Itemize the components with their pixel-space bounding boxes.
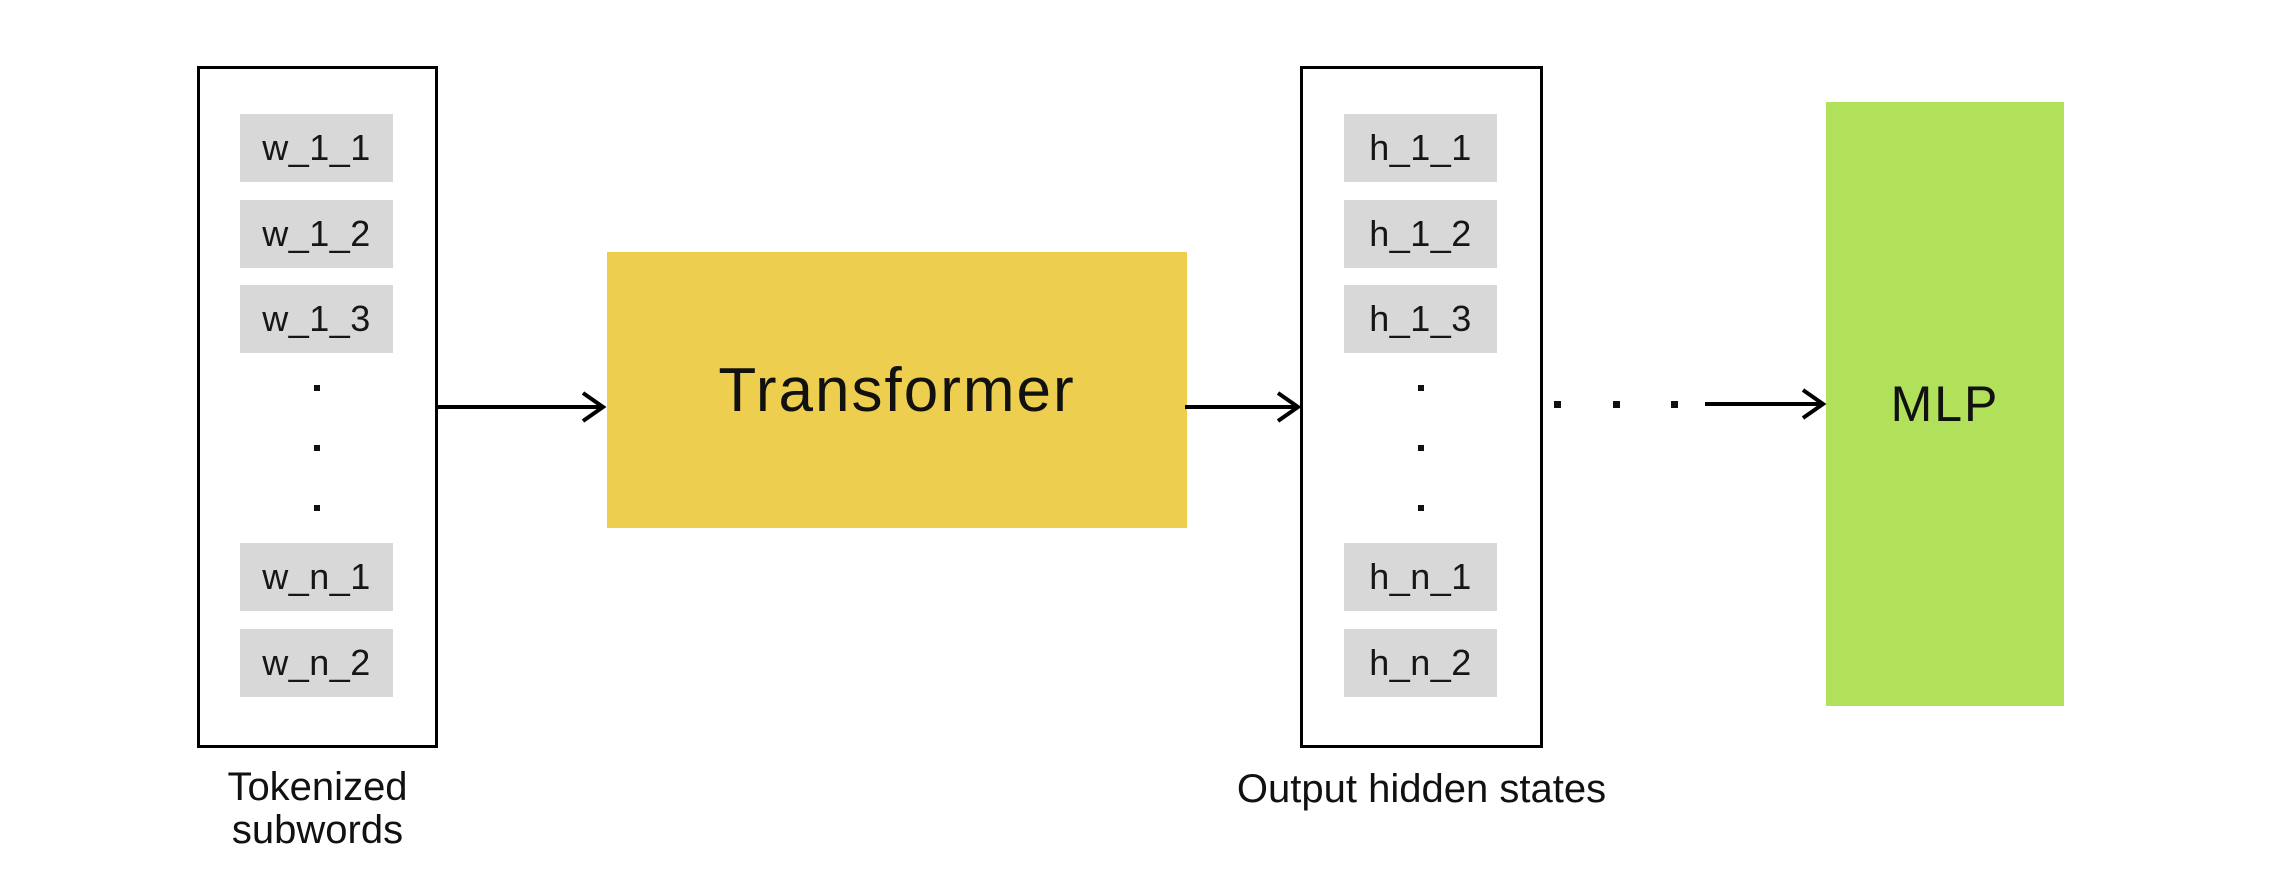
tokenized-subwords-box: w_1_1 w_1_2 w_1_3 w_n_1 w_n_2: [197, 66, 438, 748]
token-chip: w_n_2: [240, 629, 393, 697]
output-hidden-states-box: h_1_1 h_1_2 h_1_3 h_n_1 h_n_2: [1300, 66, 1543, 748]
token-chip: w_1_2: [240, 200, 393, 268]
mlp-label: MLP: [1890, 376, 2000, 432]
mlp-block: MLP: [1826, 102, 2064, 706]
hidden-state-chip: h_1_1: [1344, 114, 1497, 182]
horizontal-ellipsis-dot: [1613, 401, 1620, 408]
vertical-ellipsis-dot: [314, 445, 320, 451]
vertical-ellipsis-dot: [314, 385, 320, 391]
transformer-label: Transformer: [718, 355, 1076, 425]
hidden-state-chip: h_1_2: [1344, 200, 1497, 268]
vertical-ellipsis-dot: [1418, 445, 1424, 451]
input-column-caption: Tokenized subwords: [197, 766, 438, 852]
hidden-state-chip: h_1_3: [1344, 285, 1497, 353]
vertical-ellipsis-dot: [314, 505, 320, 511]
horizontal-ellipsis-dot: [1554, 401, 1561, 408]
token-chip: w_n_1: [240, 543, 393, 611]
horizontal-ellipsis-dot: [1671, 401, 1678, 408]
transformer-block: Transformer: [607, 252, 1187, 528]
input-caption-line2: subwords: [231, 808, 404, 852]
vertical-ellipsis-dot: [1418, 505, 1424, 511]
output-column-caption: Output hidden states: [1236, 767, 1607, 811]
token-chip: w_1_3: [240, 285, 393, 353]
arrow-input-to-transformer: [438, 391, 607, 423]
arrow-transformer-to-output: [1185, 391, 1302, 423]
input-caption-line1: Tokenized: [227, 765, 408, 809]
arrow-to-mlp: [1705, 388, 1827, 420]
token-chip: w_1_1: [240, 114, 393, 182]
vertical-ellipsis-dot: [1418, 385, 1424, 391]
hidden-state-chip: h_n_2: [1344, 629, 1497, 697]
hidden-state-chip: h_n_1: [1344, 543, 1497, 611]
